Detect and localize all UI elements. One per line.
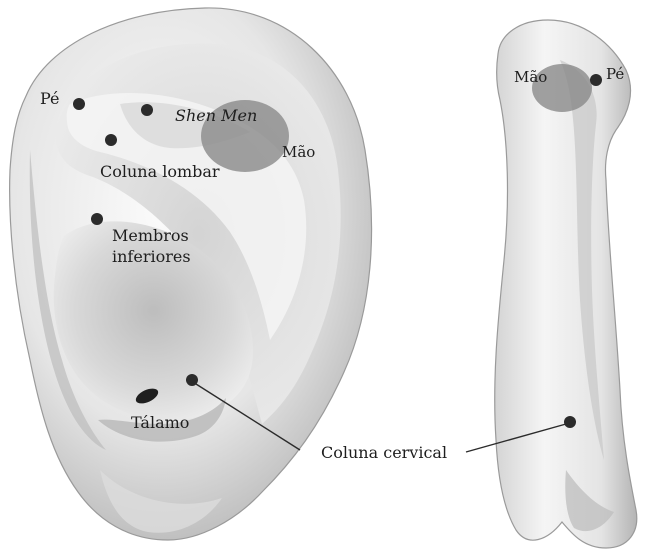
- label-coluna-lombar: Coluna lombar: [100, 162, 220, 181]
- right-ear: Mão Pé: [495, 20, 637, 548]
- point-coluna-cervical-right: [564, 416, 576, 428]
- point-coluna-lombar: [105, 134, 117, 146]
- label-mao-left: Mão: [282, 143, 315, 161]
- label-inferiores: inferiores: [112, 247, 191, 266]
- label-mao-right: Mão: [514, 68, 547, 86]
- point-pe-left: [73, 98, 85, 110]
- label-coluna-cervical: Coluna cervical: [321, 443, 447, 462]
- left-ear: Pé Shen Men Mão Coluna lombar Membros in…: [10, 8, 372, 540]
- label-talamo: Tálamo: [131, 413, 189, 432]
- point-membros-inferiores: [91, 213, 103, 225]
- point-pe-right: [590, 74, 602, 86]
- point-shen-men: [141, 104, 153, 116]
- label-membros: Membros: [112, 226, 189, 245]
- label-pe-left: Pé: [40, 89, 60, 108]
- label-shen-men: Shen Men: [175, 106, 257, 125]
- label-pe-right: Pé: [606, 65, 624, 83]
